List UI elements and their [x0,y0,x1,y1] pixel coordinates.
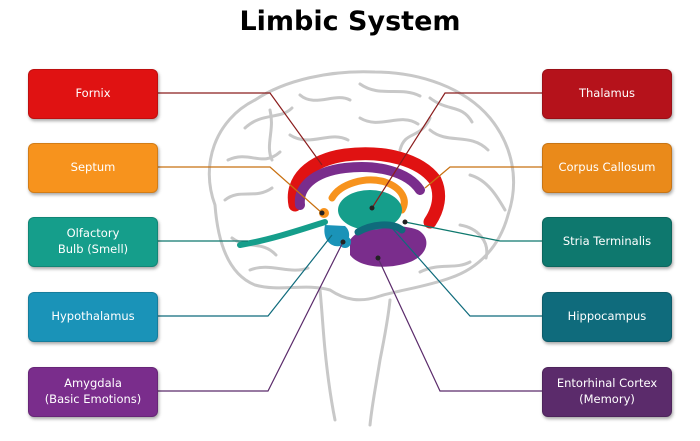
olfactory-bulb-shape [237,219,328,248]
label-entorhinal-cortex: Entorhinal Cortex (Memory) [542,367,672,417]
connector-fornix [158,92,323,166]
label-corpus-callosum: Corpus Callosum [542,143,672,193]
connector-stria-terminalis [404,221,542,242]
label-fornix: Fornix [28,69,158,119]
label-septum: Septum [28,143,158,193]
corpus-callosum-shape [294,162,425,210]
label-olfactory-bulb: Olfactory Bulb (Smell) [28,217,158,267]
connector-entorhinal [377,257,542,392]
entorhinal-shape [350,225,427,267]
label-hippocampus: Hippocampus [542,292,672,342]
connector-septum [158,166,323,214]
diagram-title: Limbic System [239,6,461,37]
label-thalamus: Thalamus [542,69,672,119]
brain-outline [207,70,515,427]
label-amygdala: Amygdala (Basic Emotions) [28,367,158,417]
thalamus-shape [338,190,402,230]
hippocampus-shape [354,221,406,236]
connector-dots [319,205,408,261]
connector-amygdala [158,241,344,392]
connector-hypothalamus [158,234,333,317]
connector-corpus-callosum [424,166,542,189]
fornix-arch [287,147,446,229]
label-hypothalamus: Hypothalamus [28,292,158,342]
stria-terminalis-shape [328,176,408,214]
connector-hippocampus [391,227,542,317]
connector-thalamus [371,92,542,209]
label-stria-terminalis: Stria Terminalis [542,217,672,267]
